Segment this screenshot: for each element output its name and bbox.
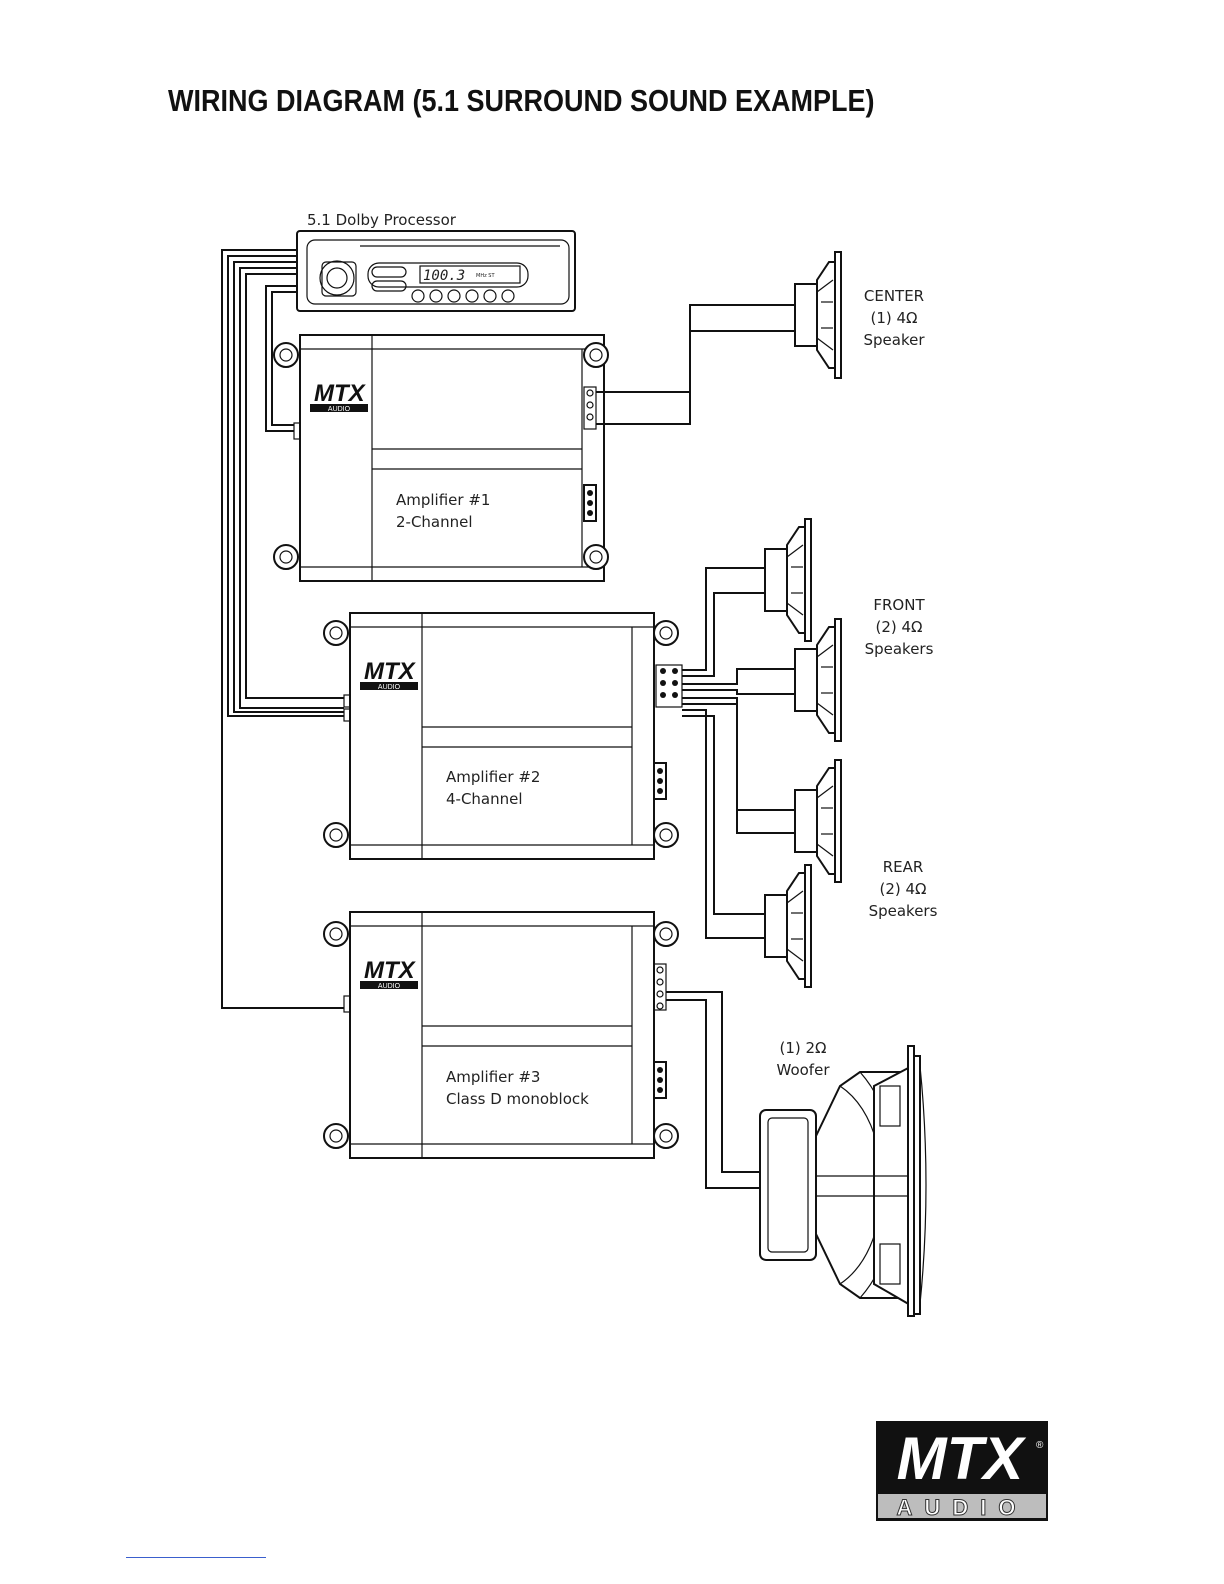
center-label-line2: (1) 4Ω bbox=[870, 309, 917, 327]
footer-logo-sub: AUDIO bbox=[897, 1495, 1028, 1520]
rear-label: REAR (2) 4Ω Speakers bbox=[869, 858, 938, 920]
rear-label-line2: (2) 4Ω bbox=[879, 880, 926, 898]
footer-rule bbox=[126, 1557, 266, 1558]
rear-label-line3: Speakers bbox=[869, 902, 938, 920]
processor-display-sub: MHz ST bbox=[476, 273, 495, 279]
front-speaker-right bbox=[795, 619, 841, 741]
amp2-name: Amplifier #2 bbox=[446, 768, 540, 786]
amp1-logo-sub: AUDIO bbox=[328, 406, 351, 413]
center-label-line1: CENTER bbox=[864, 287, 924, 305]
amp2-type: 4-Channel bbox=[446, 790, 523, 808]
processor-display: 100.3 bbox=[423, 268, 465, 284]
woofer-label-line2: Woofer bbox=[777, 1061, 831, 1079]
amp2-logo-sub: AUDIO bbox=[378, 684, 401, 691]
center-speaker bbox=[795, 252, 841, 378]
woofer-label: (1) 2Ω Woofer bbox=[777, 1039, 831, 1079]
amp1-name: Amplifier #1 bbox=[396, 491, 490, 509]
amplifier-2: MTX AUDIO Amplifier #2 4-Channel bbox=[324, 613, 682, 859]
amp3-logo-sub: AUDIO bbox=[378, 983, 401, 990]
front-label-line3: Speakers bbox=[865, 640, 934, 658]
mtx-audio-logo: MTX ® AUDIO bbox=[876, 1421, 1048, 1521]
front-label: FRONT (2) 4Ω Speakers bbox=[865, 596, 934, 658]
amplifier-1: MTX AUDIO Amplifier #1 2-Channel bbox=[274, 335, 608, 581]
footer-logo-mark: ® bbox=[1036, 1440, 1044, 1451]
processor-label: 5.1 Dolby Processor bbox=[307, 211, 457, 229]
amp3-name: Amplifier #3 bbox=[446, 1068, 540, 1086]
amp2-logo: MTX bbox=[364, 658, 417, 685]
amp3-type: Class D monoblock bbox=[446, 1090, 589, 1108]
woofer-label-line1: (1) 2Ω bbox=[779, 1039, 826, 1057]
rear-speaker-right bbox=[795, 760, 841, 882]
rear-label-line1: REAR bbox=[883, 858, 924, 876]
dolby-processor: 5.1 Dolby Processor 100.3 MHz ST bbox=[297, 211, 575, 311]
front-speaker-left bbox=[765, 519, 811, 641]
amplifier-3: MTX AUDIO Amplifier #3 Class D monoblock bbox=[324, 912, 678, 1158]
footer-logo-brand: MTX bbox=[897, 1425, 1028, 1492]
amp1-logo: MTX bbox=[314, 380, 367, 407]
woofer bbox=[760, 1046, 926, 1316]
amp3-logo: MTX bbox=[364, 957, 417, 984]
center-label-line3: Speaker bbox=[863, 331, 925, 349]
front-label-line2: (2) 4Ω bbox=[875, 618, 922, 636]
center-label: CENTER (1) 4Ω Speaker bbox=[863, 287, 925, 349]
rear-speaker-left bbox=[765, 865, 811, 987]
front-label-line1: FRONT bbox=[873, 596, 925, 614]
amp1-type: 2-Channel bbox=[396, 513, 473, 531]
